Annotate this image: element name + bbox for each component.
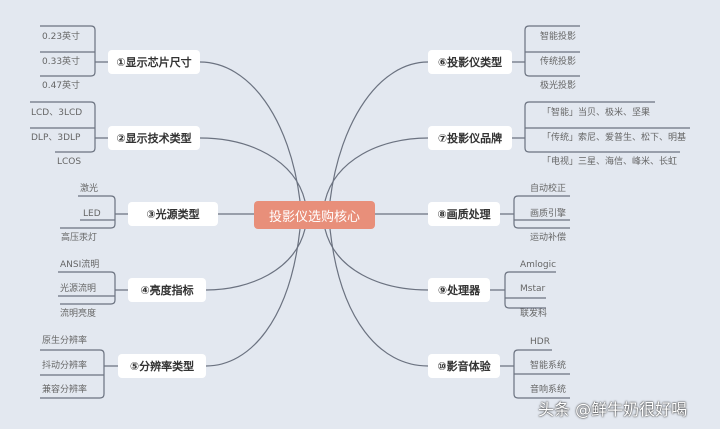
leaf[interactable]: 音响系统 <box>530 385 567 395</box>
leaf[interactable]: HDR <box>530 337 550 347</box>
branch-projector-type[interactable]: ⑥投影仪类型 <box>428 50 512 74</box>
watermark: 头条 @鲜牛奶很好喝 <box>538 400 688 419</box>
root-node[interactable]: 投影仪选购核心 <box>254 201 375 229</box>
branch-processor[interactable]: ⑨处理器 <box>428 278 490 302</box>
leaf[interactable]: 联发科 <box>520 309 548 319</box>
leaf[interactable]: 「传统」索尼、爱普生、松下、明基 <box>542 133 687 143</box>
leaf[interactable]: 智能投影 <box>540 32 577 42</box>
leaf[interactable]: 极光投影 <box>540 81 577 91</box>
leaf[interactable]: LED <box>83 209 101 219</box>
leaf[interactable]: 光源流明 <box>60 284 97 294</box>
leaf[interactable]: 「智能」当贝、极米、坚果 <box>542 108 651 118</box>
branch-projector-brand[interactable]: ⑦投影仪品牌 <box>428 126 512 150</box>
leaf[interactable]: 原生分辨率 <box>42 336 88 346</box>
leaf[interactable]: 画质引擎 <box>530 209 567 219</box>
leaf[interactable]: 「电视」三星、海信、峰米、长虹 <box>542 157 678 167</box>
leaf[interactable]: 激光 <box>80 184 99 194</box>
leaf[interactable]: 兼容分辨率 <box>42 385 88 395</box>
leaf[interactable]: 流明亮度 <box>60 309 97 319</box>
leaf[interactable]: 智能系统 <box>530 361 567 371</box>
branch-resolution[interactable]: ⑤分辨率类型 <box>118 354 206 378</box>
leaf[interactable]: LCD、3LCD <box>31 108 83 118</box>
branch-display-tech[interactable]: ②显示技术类型 <box>108 126 200 150</box>
leaf[interactable]: Mstar <box>520 284 546 294</box>
leaf[interactable]: Amlogic <box>520 260 557 270</box>
leaf[interactable]: 高压汞灯 <box>61 233 98 243</box>
leaf[interactable]: ANSI流明 <box>60 260 100 270</box>
leaf[interactable]: 抖动分辨率 <box>42 361 88 371</box>
leaf[interactable]: 0.33英寸 <box>42 57 81 67</box>
leaf[interactable]: 运动补偿 <box>530 233 567 243</box>
branch-brightness[interactable]: ④亮度指标 <box>128 278 206 302</box>
branch-chip-size[interactable]: ①显示芯片尺寸 <box>108 50 200 74</box>
leaf[interactable]: 0.23英寸 <box>42 32 81 42</box>
leaf[interactable]: 0.47英寸 <box>42 81 81 91</box>
leaf[interactable]: LCOS <box>57 157 82 167</box>
leaf[interactable]: 传统投影 <box>540 57 577 67</box>
branch-av-experience[interactable]: ⑩影音体验 <box>428 354 500 378</box>
branch-light-source[interactable]: ③光源类型 <box>128 202 218 226</box>
branch-image-processing[interactable]: ⑧画质处理 <box>428 202 500 226</box>
leaf[interactable]: 自动校正 <box>530 184 567 194</box>
leaf[interactable]: DLP、3DLP <box>31 133 81 143</box>
